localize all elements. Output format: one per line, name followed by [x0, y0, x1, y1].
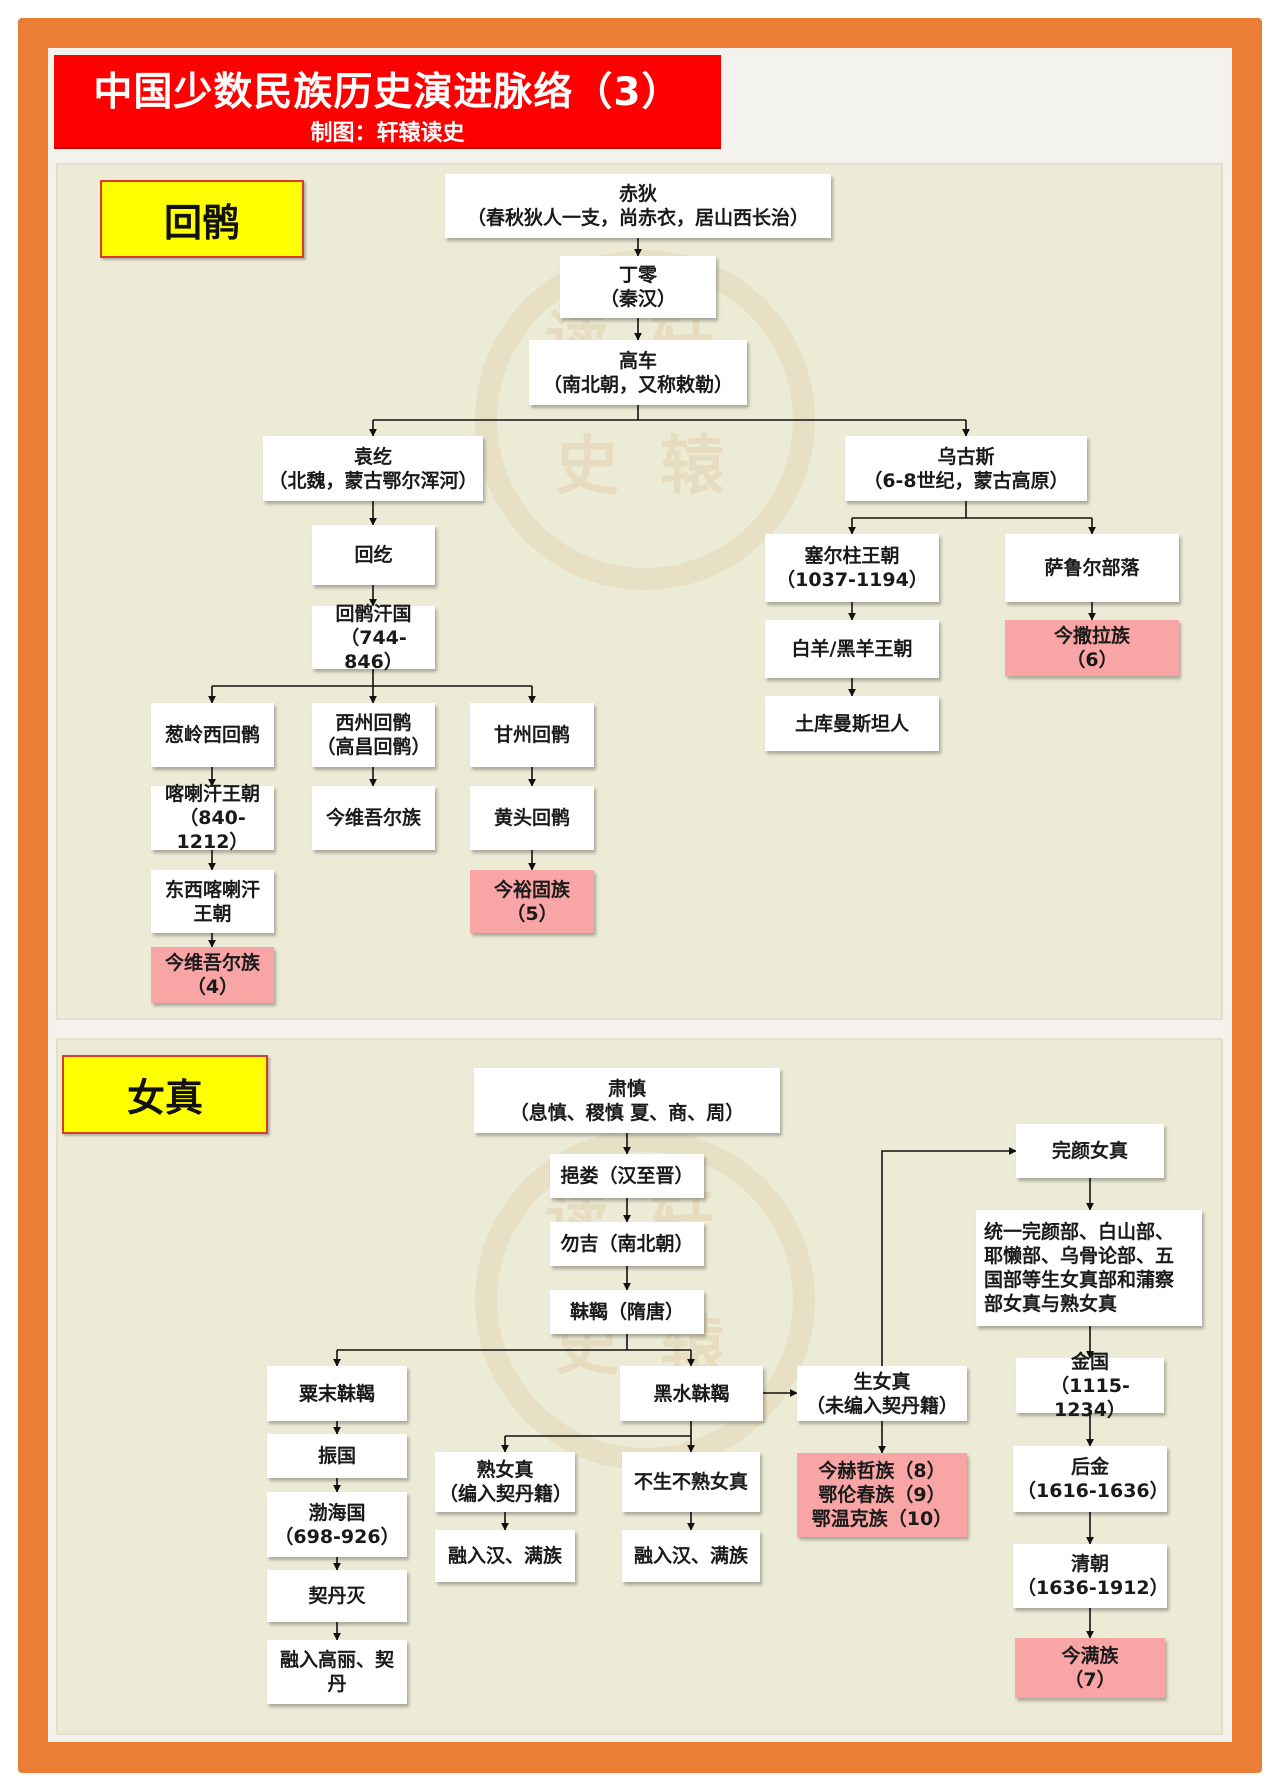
node-qidan-mie: 契丹灭 [267, 1570, 407, 1622]
node-qing: 清朝 （1636-1912） [1013, 1544, 1169, 1608]
node-sala: 今撒拉族 （6） [1005, 620, 1179, 676]
node-huihu-khanate: 回鹘汗国 （744-846） [312, 603, 435, 673]
node-huihe: 回纥 [312, 525, 435, 585]
node-salur: 萨鲁尔部落 [1005, 534, 1179, 602]
node-yuanhe: 袁纥 （北魏，蒙古鄂尔浑河） [263, 436, 483, 501]
node-dongxi-kara: 东西喀喇汗 王朝 [151, 870, 274, 933]
node-weiwuer-a: 今维吾尔族 [312, 786, 435, 850]
node-xizhou: 西州回鹘 （高昌回鹘） [312, 703, 435, 767]
node-ronghan-b: 融入汉、满族 [622, 1530, 760, 1582]
node-ronghan-a: 融入汉、满族 [435, 1530, 575, 1582]
watermark-char: 辕 [660, 429, 724, 504]
node-ganzhou: 甘州回鹘 [470, 703, 594, 767]
node-mohe: 靺鞨（隋唐） [550, 1290, 704, 1334]
node-seljuk: 塞尔柱王朝 （1037-1194） [765, 534, 939, 602]
page-title: 中国少数民族历史演进脉络（3） [93, 70, 682, 115]
node-dingling: 丁零 （秦汉） [560, 256, 716, 318]
watermark-char: 史 [555, 429, 619, 504]
node-jin: 金国 （1115-1234） [1016, 1351, 1164, 1421]
node-tongyi: 统一完颜部、白山部、 耶懒部、乌骨论部、五 国部等生女真部和蒲察 部女真与熟女真 [976, 1210, 1202, 1326]
node-turkmen: 土库曼斯坦人 [765, 696, 939, 751]
node-wanyan: 完颜女真 [1016, 1124, 1164, 1178]
node-heishui: 黑水靺鞨 [620, 1366, 763, 1421]
node-huangtou: 黄头回鹘 [470, 786, 594, 850]
connector [881, 1147, 1017, 1366]
section-label-huihu: 回鹘 [100, 180, 304, 258]
node-wugusi: 乌古斯 （6-8世纪，蒙古高原） [845, 436, 1087, 501]
node-manzu: 今满族 （7） [1015, 1638, 1165, 1698]
node-hezhe: 今赫哲族（8） 鄂伦春族（9） 鄂温克族（10） [797, 1453, 967, 1537]
node-gaoli: 融入高丽、契 丹 [267, 1640, 407, 1704]
node-karakhanid: 喀喇汗王朝 （840-1212） [151, 783, 274, 853]
node-sumo: 粟末靺鞨 [267, 1366, 407, 1421]
node-busheng: 不生不熟女真 [622, 1452, 760, 1512]
page-subtitle: 制图：轩辕读史 [310, 121, 465, 146]
node-zhenguo: 振国 [267, 1434, 407, 1478]
node-houjin: 后金 （1616-1636） [1013, 1446, 1169, 1512]
node-baiyang: 白羊/黑羊王朝 [765, 620, 939, 678]
node-sheng-nvzhen: 生女真 （未编入契丹籍） [797, 1366, 967, 1421]
node-shu-nvzhen: 熟女真 （编入契丹籍） [435, 1452, 575, 1512]
node-congling: 葱岭西回鹘 [151, 703, 274, 767]
node-weiwuer-b: 今维吾尔族 （4） [151, 947, 274, 1003]
node-bohai: 渤海国 （698-926） [267, 1492, 407, 1557]
node-chidi: 赤狄 （春秋狄人一支，尚赤衣，居山西长治） [445, 174, 831, 238]
node-sushen: 肃慎 （息慎、稷慎 夏、商、周） [474, 1068, 780, 1133]
node-yilou: 挹娄（汉至晋） [550, 1154, 704, 1198]
node-gaoche: 高车 （南北朝，又称敕勒） [529, 340, 747, 405]
node-yugu: 今裕固族 （5） [470, 870, 594, 933]
title-banner: 中国少数民族历史演进脉络（3） 制图：轩辕读史 [54, 55, 721, 147]
section-label-nvzhen: 女真 [62, 1055, 268, 1134]
node-wuji: 勿吉（南北朝） [550, 1222, 704, 1266]
